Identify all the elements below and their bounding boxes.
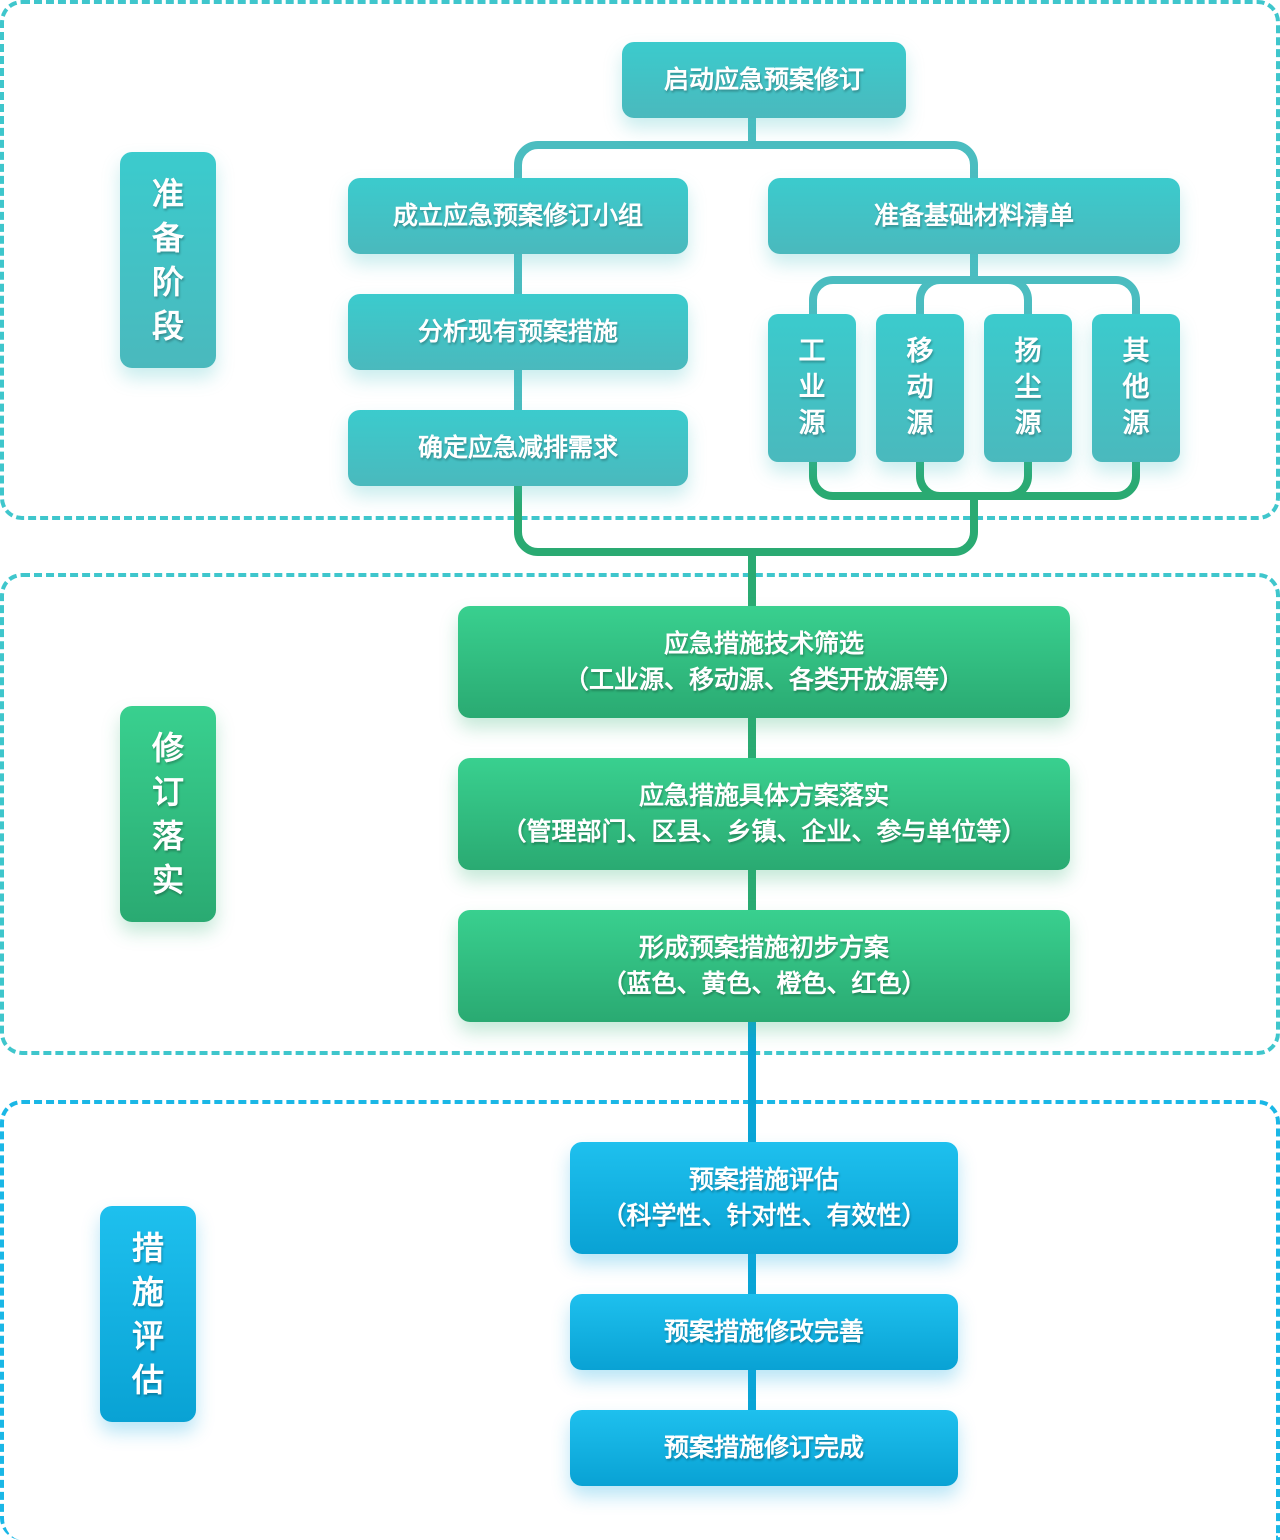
node-source-mobile[interactable]: 移 动 源 (876, 314, 964, 462)
phase-char: 实 (151, 861, 184, 899)
phase-char: 订 (151, 773, 184, 811)
phase-char: 修 (151, 729, 184, 767)
node-char: 他 (1122, 372, 1150, 403)
node-char: 尘 (1014, 372, 1042, 403)
phase-char: 施 (131, 1273, 164, 1311)
node-title: 预案措施评估 (688, 1165, 839, 1194)
node-title: 预案措施修改完善 (663, 1317, 864, 1346)
node-label: 启动应急预案修订 (663, 65, 864, 94)
node-form-team[interactable]: 成立应急预案修订小组 (348, 178, 688, 254)
phase-label-evaluate: 措 施 评 估 (100, 1206, 196, 1422)
node-label: 确定应急减排需求 (417, 433, 618, 462)
node-char: 扬 (1014, 336, 1042, 367)
phase-frame-evaluate (0, 1100, 1280, 1540)
node-measure-evaluation[interactable]: 预案措施评估 （科学性、针对性、有效性） (570, 1142, 958, 1254)
node-label: 分析现有预案措施 (417, 317, 618, 346)
node-start-revision[interactable]: 启动应急预案修订 (622, 42, 906, 118)
node-detail: （工业源、移动源、各类开放源等） (563, 665, 964, 694)
node-source-dust[interactable]: 扬 尘 源 (984, 314, 1072, 462)
node-char: 源 (1014, 408, 1042, 439)
phase-label-prepare: 准 备 阶 段 (120, 152, 216, 368)
node-title: 形成预案措施初步方案 (638, 933, 889, 962)
node-char: 移 (906, 336, 934, 367)
node-prepare-materials[interactable]: 准备基础材料清单 (768, 178, 1180, 254)
phase-char: 准 (151, 175, 184, 213)
node-title: 应急措施具体方案落实 (638, 781, 889, 810)
node-detail: （科学性、针对性、有效性） (601, 1201, 927, 1230)
node-char: 业 (798, 372, 826, 403)
node-char: 源 (798, 408, 826, 439)
node-technical-screening[interactable]: 应急措施技术筛选 （工业源、移动源、各类开放源等） (458, 606, 1070, 718)
phase-char: 评 (131, 1317, 164, 1355)
phase-char: 段 (151, 307, 184, 345)
phase-char: 估 (131, 1361, 164, 1399)
node-title: 应急措施技术筛选 (663, 629, 864, 658)
node-source-industrial[interactable]: 工 业 源 (768, 314, 856, 462)
node-label: 准备基础材料清单 (873, 201, 1074, 230)
node-define-reduction-needs[interactable]: 确定应急减排需求 (348, 410, 688, 486)
node-preliminary-plan[interactable]: 形成预案措施初步方案 （蓝色、黄色、橙色、红色） (458, 910, 1070, 1022)
node-measure-refinement[interactable]: 预案措施修改完善 (570, 1294, 958, 1370)
phase-label-implement: 修 订 落 实 (120, 706, 216, 922)
node-char: 源 (1122, 408, 1150, 439)
node-char: 工 (798, 336, 826, 367)
node-char: 其 (1122, 336, 1150, 367)
node-detail: （蓝色、黄色、橙色、红色） (601, 969, 927, 998)
phase-char: 备 (151, 219, 184, 257)
node-source-other[interactable]: 其 他 源 (1092, 314, 1180, 462)
node-plan-implementation[interactable]: 应急措施具体方案落实 （管理部门、区县、乡镇、企业、参与单位等） (458, 758, 1070, 870)
node-char: 源 (906, 408, 934, 439)
node-char: 动 (906, 372, 934, 403)
node-label: 成立应急预案修订小组 (392, 201, 643, 230)
phase-char: 落 (151, 817, 184, 855)
node-revision-complete[interactable]: 预案措施修订完成 (570, 1410, 958, 1486)
node-analyze-measures[interactable]: 分析现有预案措施 (348, 294, 688, 370)
node-title: 预案措施修订完成 (663, 1433, 864, 1462)
node-detail: （管理部门、区县、乡镇、企业、参与单位等） (501, 817, 1027, 846)
phase-char: 阶 (151, 263, 184, 301)
phase-char: 措 (131, 1229, 164, 1267)
